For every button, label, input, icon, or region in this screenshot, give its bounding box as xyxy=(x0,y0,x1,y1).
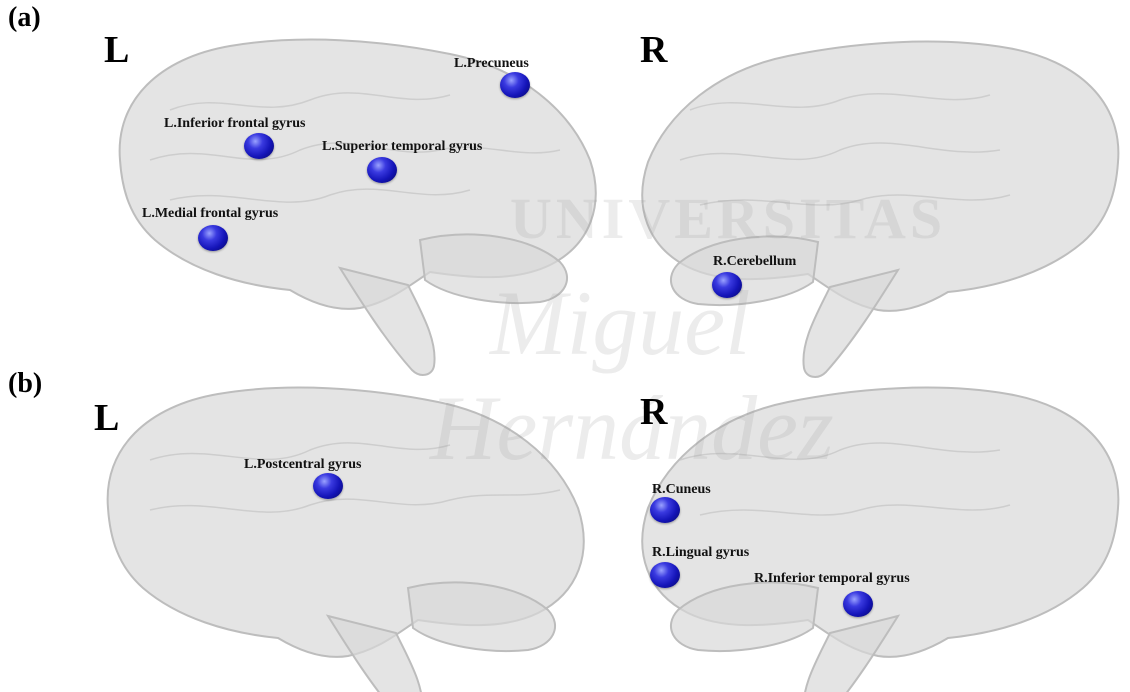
node-r-cerebellum xyxy=(712,272,742,298)
region-label-r-cuneus: R.Cuneus xyxy=(652,482,711,498)
panel-label-b: (b) xyxy=(8,368,42,400)
hemisphere-label-b-left: L xyxy=(94,396,119,440)
region-label-l-superior-temporal-gyrus: L.Superior temporal gyrus xyxy=(322,139,482,155)
brain-b-left xyxy=(108,388,584,692)
node-l-postcentral-gyrus xyxy=(313,473,343,499)
region-label-r-cerebellum: R.Cerebellum xyxy=(713,254,796,270)
region-label-r-inferior-temporal-gyrus: R.Inferior temporal gyrus xyxy=(754,571,910,587)
node-l-superior-temporal-gyrus xyxy=(367,157,397,183)
region-label-l-postcentral-gyrus: L.Postcentral gyrus xyxy=(244,457,361,473)
node-l-medial-frontal-gyrus xyxy=(198,225,228,251)
brain-a-right xyxy=(642,42,1118,377)
node-l-inferior-frontal-gyrus xyxy=(244,133,274,159)
region-label-l-precuneus: L.Precuneus xyxy=(454,56,529,72)
node-l-precuneus xyxy=(500,72,530,98)
brain-b-right xyxy=(642,388,1118,692)
node-r-inferior-temporal-gyrus xyxy=(843,591,873,617)
hemisphere-label-a-left: L xyxy=(104,28,129,72)
node-r-lingual-gyrus xyxy=(650,562,680,588)
region-label-l-medial-frontal-gyrus: L.Medial frontal gyrus xyxy=(142,206,278,222)
hemisphere-label-a-right: R xyxy=(640,28,667,72)
panel-label-a: (a) xyxy=(8,2,41,34)
region-label-l-inferior-frontal-gyrus: L.Inferior frontal gyrus xyxy=(164,116,305,132)
region-label-r-lingual-gyrus: R.Lingual gyrus xyxy=(652,545,749,561)
hemisphere-label-b-right: R xyxy=(640,390,667,434)
node-r-cuneus xyxy=(650,497,680,523)
